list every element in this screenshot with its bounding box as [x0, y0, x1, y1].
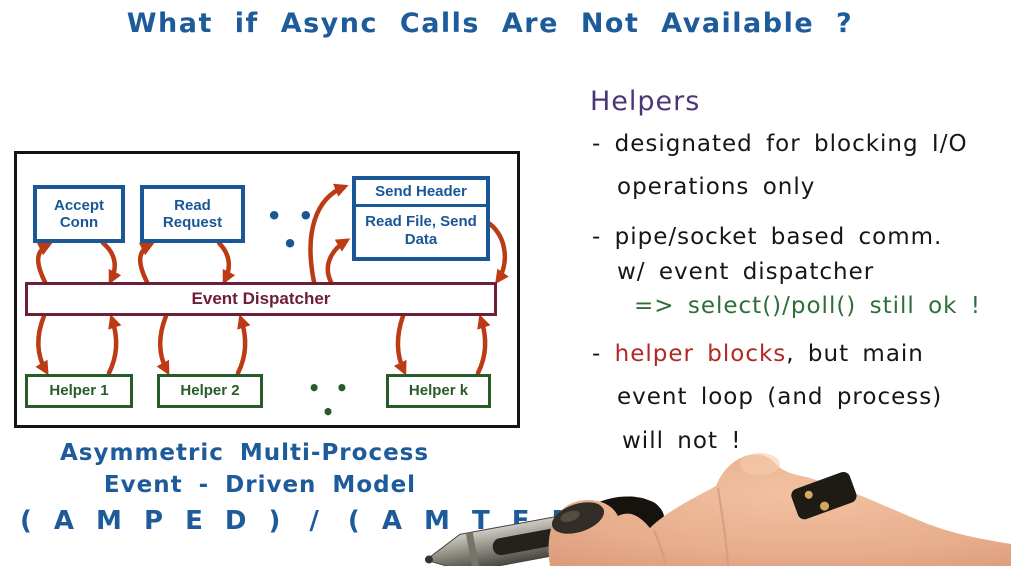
arrow-up-read: [138, 242, 155, 285]
arrow-down-read: [216, 240, 236, 285]
arrow-down-helper1: [35, 313, 49, 376]
caption-slash: /: [309, 506, 322, 536]
note-bullet3-line3: will not !: [622, 428, 742, 454]
note-bullet2-line2: w/ event dispatcher: [617, 259, 875, 285]
finger-creases: [652, 487, 730, 566]
caption-line-1: Asymmetric Multi-Process: [60, 440, 430, 466]
stylus-tail: [791, 471, 857, 520]
arrow-up-helper2: [235, 314, 251, 376]
dispatcher-arrows-graphic: [35, 183, 509, 376]
box-read-file-send-data: Read File, Send Data: [365, 213, 477, 248]
note-bullet2-line3: => select()/poll() still ok !: [634, 293, 982, 319]
note-helper-blocks: helper blocks: [614, 341, 787, 367]
hand-stylus-graphic: [424, 453, 1011, 566]
box-read-request: Read Request: [140, 185, 245, 243]
caption-line-2: Event - Driven Model: [103, 472, 417, 498]
notes-heading: Helpers: [590, 86, 701, 117]
ellipsis-helpers: • • •: [307, 376, 353, 424]
arrow-down-sendstack: [487, 221, 509, 285]
arrow-up-helperk: [475, 314, 491, 376]
thumb-nail: [551, 502, 605, 534]
box-helper-1: Helper 1: [25, 374, 133, 408]
arrow-up-helper1: [106, 314, 122, 376]
caption-amped: ( A M P E D ): [19, 506, 284, 536]
arrow-up-readfile: [325, 238, 351, 285]
box-accept-conn: Accept Conn: [33, 185, 125, 243]
arrow-down-helper2: [156, 313, 170, 376]
knuckle-highlight: [740, 453, 780, 475]
note-bullet3-line1: - helper blocks, but main: [592, 341, 924, 367]
note-bullet3-line2: event loop (and process): [617, 384, 943, 410]
note-bullet1-line1: - designated for blocking I/O: [592, 131, 968, 157]
arrow-down-accept: [100, 240, 122, 285]
hand-with-stylus: [400, 428, 1011, 566]
box-helper-2: Helper 2: [157, 374, 263, 408]
arrow-up-accept: [36, 242, 53, 285]
event-dispatcher-bar: Event Dispatcher: [25, 282, 497, 316]
box-send-stack: Send Header Read File, Send Data: [352, 176, 490, 261]
note-bullet1-line2: operations only: [617, 174, 816, 200]
note-bullet2-line1: - pipe/socket based comm.: [592, 224, 943, 250]
note-bullet3-after: , but main: [786, 341, 924, 367]
page-title: What if Async Calls Are Not Available ?: [126, 8, 854, 39]
architecture-diagram: Accept Conn Read Request • • • Send Head…: [14, 151, 520, 428]
arrow-down-helperk: [393, 313, 407, 376]
arrow-up-sendheader: [308, 183, 349, 285]
ellipsis-top: • • •: [266, 202, 318, 258]
box-helper-k: Helper k: [386, 374, 491, 408]
note-bullet3-dash: -: [592, 341, 615, 367]
box-send-header: Send Header: [356, 180, 486, 207]
hand-silhouette: [548, 454, 1011, 566]
